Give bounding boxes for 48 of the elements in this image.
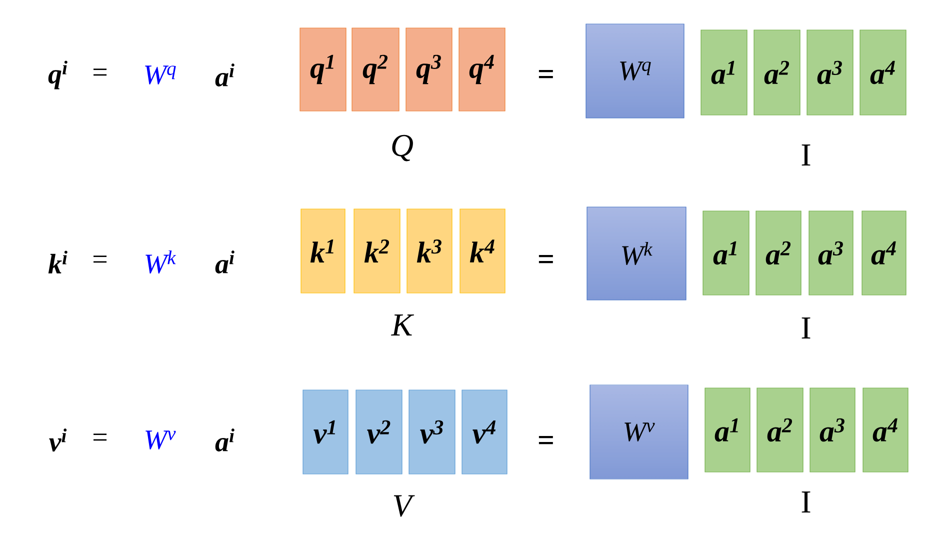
matrix-column: a$^{2}$	[756, 388, 804, 472]
matrix-column: a$^{2}$	[756, 210, 802, 296]
equals-sign: =	[538, 436, 553, 444]
matrix-column: v$^{2}$	[356, 390, 402, 474]
matrix-column: a$^{1}$	[700, 30, 748, 116]
equation-term: a$^{i}$	[215, 64, 234, 86]
equation-term: k$^{i}$	[48, 250, 68, 274]
matrix-column: a$^{1}$	[704, 388, 750, 472]
equation-term: a$^{i}$	[215, 428, 234, 452]
matrix-column: a$^{3}$	[806, 30, 854, 116]
matrix-column: a$^{4}$	[862, 210, 906, 296]
matrix-column: a$^{1}$	[702, 210, 750, 296]
equation-term: W$^{k}$	[146, 250, 176, 274]
equation-term: W$^{q}$	[145, 66, 176, 84]
matrix-column: q$^{4}$	[458, 28, 506, 112]
weight-matrix-box: W$^{k}$	[586, 206, 686, 300]
equals-sign: =	[538, 70, 553, 78]
matrix-column: a$^{4}$	[860, 30, 906, 116]
matrix-name: Q	[392, 134, 413, 162]
equation-term: W$^{v}$	[146, 430, 176, 450]
matrix-name: K	[390, 314, 414, 336]
matrix-column: q$^{3}$	[406, 28, 452, 112]
matrix-column: k$^{2}$	[354, 208, 400, 294]
matrix-name: I	[802, 492, 810, 512]
matrix-name: I	[802, 144, 810, 166]
equals-sign: =	[94, 68, 107, 76]
matrix-column: v$^{4}$	[462, 390, 508, 474]
matrix-column: a$^{3}$	[810, 388, 856, 472]
matrix-name: V	[394, 495, 415, 517]
matrix-column: k$^{4}$	[460, 208, 506, 294]
equation-term: q$^{i}$	[48, 60, 68, 90]
matrix-column: v$^{3}$	[408, 390, 456, 474]
equals-sign: =	[94, 256, 107, 263]
matrix-column: a$^{2}$	[754, 30, 800, 116]
equals-sign: =	[538, 255, 553, 264]
matrix-column: a$^{3}$	[808, 210, 854, 296]
matrix-column: a$^{4}$	[862, 388, 908, 472]
weight-matrix-box: W$^{q}$	[586, 24, 684, 118]
matrix-column: q$^{2}$	[352, 28, 400, 112]
matrix-column: k$^{1}$	[300, 208, 346, 294]
matrix-column: k$^{3}$	[406, 208, 452, 294]
equals-sign: =	[94, 434, 107, 441]
matrix-name: I	[802, 318, 810, 338]
equation-term: a$^{i}$	[215, 250, 234, 274]
equation-term: v$^{i}$	[49, 428, 67, 452]
matrix-column: q$^{1}$	[300, 28, 346, 112]
weight-matrix-box: W$^{v}$	[590, 384, 688, 480]
matrix-column: v$^{1}$	[302, 390, 348, 474]
